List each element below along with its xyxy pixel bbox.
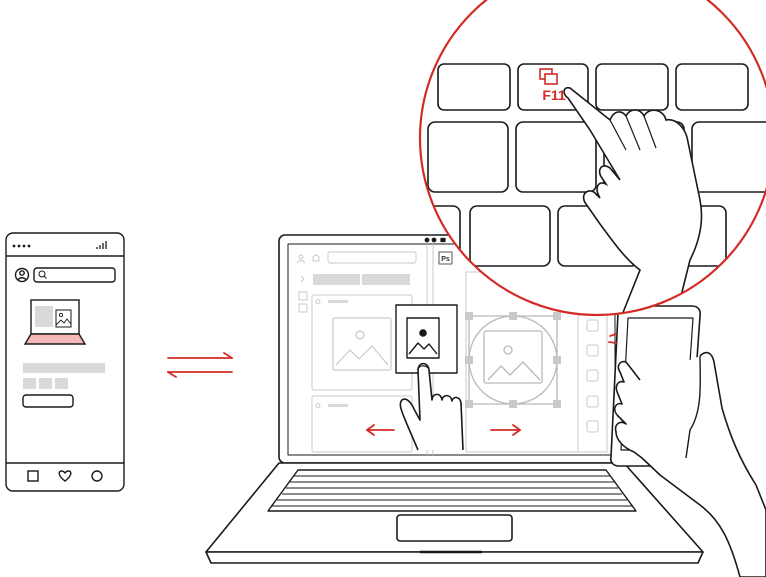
left-phone [6, 233, 124, 491]
content-tile [39, 378, 52, 389]
sync-arrows-icon [168, 353, 232, 377]
app-badge: Ps [441, 256, 450, 263]
content-bar [23, 363, 105, 373]
content-tile [23, 378, 36, 389]
content-tile [55, 378, 68, 389]
mini-laptop-thumbnail [25, 300, 85, 344]
f11-key-label: F11 [542, 87, 566, 103]
dragged-image-card[interactable] [396, 305, 457, 373]
